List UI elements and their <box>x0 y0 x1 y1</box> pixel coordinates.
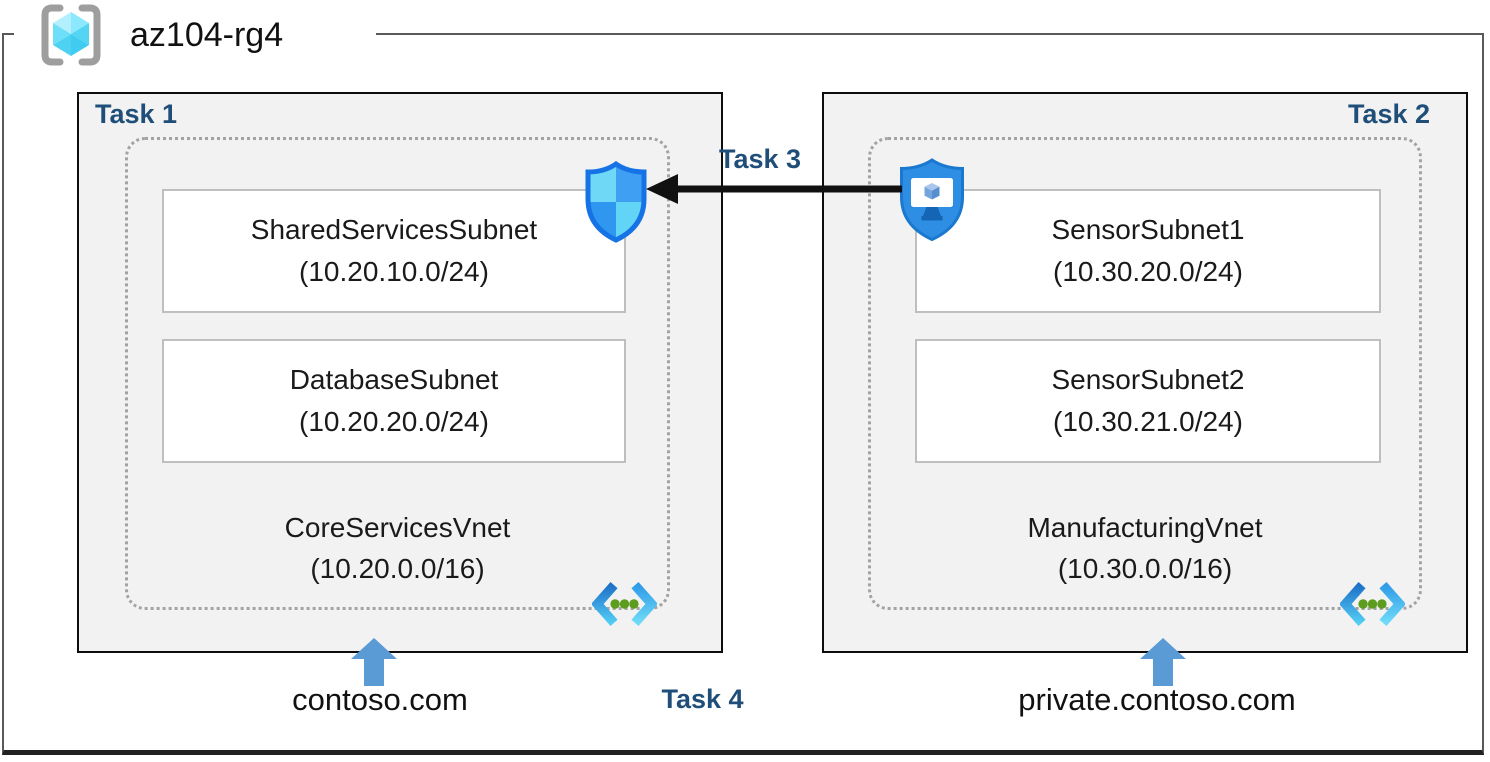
resource-group-frame <box>2 33 1484 755</box>
contoso-dns-label: contoso.com <box>292 682 468 717</box>
subnet-cidr: (10.20.20.0/24) <box>299 406 489 437</box>
subnet-cidr: (10.30.20.0/24) <box>1053 256 1243 287</box>
subnet-name: SharedServicesSubnet <box>250 214 538 245</box>
sensor-subnet2-box: SensorSubnet2 (10.30.21.0/24) <box>915 339 1381 463</box>
virtual-network-icon <box>1340 582 1405 626</box>
subnet-name: SensorSubnet1 <box>1051 214 1245 245</box>
private-contoso-dns-label: private.contoso.com <box>1018 682 1296 717</box>
vnet-name: CoreServicesVnet <box>284 512 511 543</box>
subnet-name: DatabaseSubnet <box>289 364 499 395</box>
subnet-name: SensorSubnet2 <box>1051 364 1245 395</box>
task3-arrow <box>646 174 902 204</box>
vnet-name: ManufacturingVnet <box>1027 512 1263 543</box>
virtual-network-icon <box>592 582 657 626</box>
task4-label: Task 4 <box>661 684 744 714</box>
manufacturing-vnet-label: ManufacturingVnet (10.30.0.0/16) <box>868 508 1422 589</box>
resource-group-header: az104-rg4 <box>14 0 376 70</box>
task2-label: Task 2 <box>1347 99 1430 129</box>
core-vnet-boundary <box>125 137 670 610</box>
database-subnet-box: DatabaseSubnet (10.20.20.0/24) <box>162 339 626 463</box>
application-security-group-icon <box>900 158 964 242</box>
shared-services-subnet-box: SharedServicesSubnet (10.20.10.0/24) <box>162 189 626 313</box>
subnet-cidr: (10.20.10.0/24) <box>299 256 489 287</box>
resource-group-name: az104-rg4 <box>130 15 284 54</box>
task3-label: Task 3 <box>718 144 802 174</box>
vnet-cidr: (10.30.0.0/16) <box>1057 552 1233 584</box>
sensor-subnet1-box: SensorSubnet1 (10.30.20.0/24) <box>915 189 1381 313</box>
resource-group-icon <box>41 4 101 66</box>
dns-up-arrow-icon <box>1140 638 1186 686</box>
task1-label: Task 1 <box>95 99 178 129</box>
vnet-cidr: (10.20.0.0/16) <box>310 552 485 584</box>
dns-up-arrow-icon <box>351 638 397 686</box>
core-vnet-label: CoreServicesVnet (10.20.0.0/16) <box>125 508 670 589</box>
network-security-group-icon <box>585 161 647 243</box>
subnet-cidr: (10.30.21.0/24) <box>1053 406 1243 437</box>
manufacturing-vnet-boundary <box>868 137 1422 610</box>
